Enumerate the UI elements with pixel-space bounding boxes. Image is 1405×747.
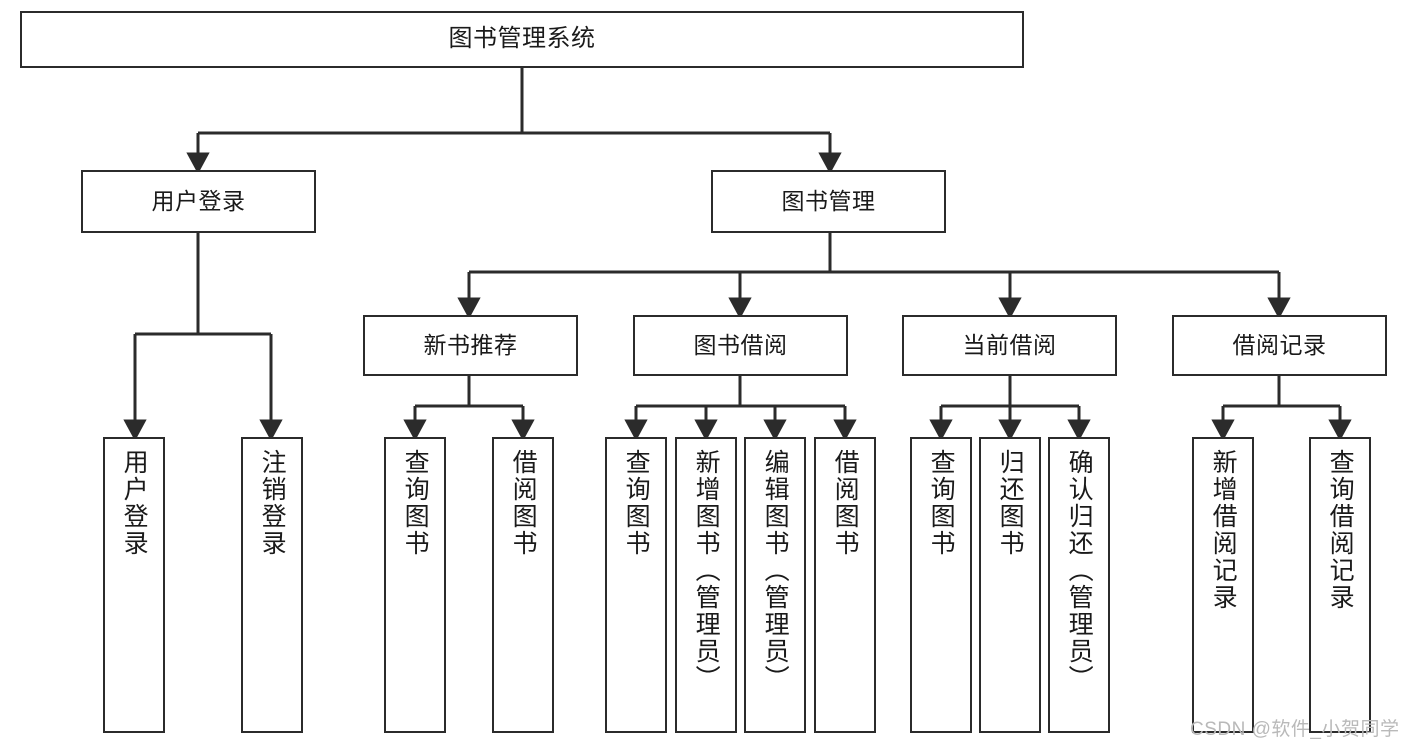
node-current-borrow-label: 当前借阅 — [962, 331, 1057, 358]
node-user-login-label: 用户登录 — [151, 187, 246, 214]
node-leaf-edit-book[interactable]: 编辑图书（管理员） — [744, 437, 806, 733]
node-leaf-add-book-label: 新增图书（管理员） — [692, 449, 721, 692]
node-leaf-query-book-2[interactable]: 查询图书 — [605, 437, 667, 733]
edge-group-book-borrow — [624, 376, 857, 441]
node-leaf-borrow-book-2[interactable]: 借阅图书 — [814, 437, 876, 733]
node-leaf-add-book[interactable]: 新增图书（管理员） — [675, 437, 737, 733]
node-leaf-user-login-label: 用户登录 — [120, 449, 149, 557]
edge-group-book-manage — [457, 233, 1291, 319]
node-leaf-add-record[interactable]: 新增借阅记录 — [1192, 437, 1254, 733]
node-leaf-query-book-1-label: 查询图书 — [401, 449, 430, 557]
node-leaf-confirm-return-label: 确认归还（管理员） — [1065, 449, 1094, 692]
node-leaf-borrow-book-1-label: 借阅图书 — [509, 449, 538, 557]
node-leaf-logout-login[interactable]: 注销登录 — [241, 437, 303, 733]
edge-group-user-login — [123, 233, 283, 441]
node-leaf-user-login[interactable]: 用户登录 — [103, 437, 165, 733]
node-leaf-confirm-return[interactable]: 确认归还（管理员） — [1048, 437, 1110, 733]
node-leaf-borrow-book-1[interactable]: 借阅图书 — [492, 437, 554, 733]
node-leaf-logout-login-label: 注销登录 — [258, 449, 287, 557]
node-root[interactable]: 图书管理系统 — [20, 11, 1024, 68]
node-leaf-borrow-book-2-label: 借阅图书 — [831, 449, 860, 557]
edge-group-borrow-record — [1211, 376, 1352, 441]
node-book-borrow-label: 图书借阅 — [693, 331, 788, 358]
node-new-book-recommend[interactable]: 新书推荐 — [363, 315, 578, 376]
node-leaf-return-book[interactable]: 归还图书 — [979, 437, 1041, 733]
node-book-manage-label: 图书管理 — [781, 187, 876, 214]
node-leaf-query-book-3-label: 查询图书 — [927, 449, 956, 557]
node-leaf-return-book-label: 归还图书 — [996, 449, 1025, 557]
node-leaf-query-record-label: 查询借阅记录 — [1326, 449, 1355, 611]
node-leaf-query-book-1[interactable]: 查询图书 — [384, 437, 446, 733]
csdn-watermark: CSDN @软件_小贺同学 — [1190, 719, 1400, 740]
node-book-manage[interactable]: 图书管理 — [711, 170, 946, 233]
edge-group-root — [186, 68, 842, 174]
node-borrow-record-label: 借阅记录 — [1232, 331, 1327, 358]
node-leaf-edit-book-label: 编辑图书（管理员） — [761, 449, 790, 692]
node-leaf-add-record-label: 新增借阅记录 — [1209, 449, 1238, 611]
node-borrow-record[interactable]: 借阅记录 — [1172, 315, 1387, 376]
node-user-login[interactable]: 用户登录 — [81, 170, 316, 233]
node-root-label: 图书管理系统 — [448, 25, 596, 53]
edge-group-new-book-recommend — [403, 376, 535, 441]
edge-group-current-borrow — [929, 376, 1091, 441]
node-current-borrow[interactable]: 当前借阅 — [902, 315, 1117, 376]
node-leaf-query-book-2-label: 查询图书 — [622, 449, 651, 557]
node-new-book-recommend-label: 新书推荐 — [423, 331, 518, 358]
node-leaf-query-book-3[interactable]: 查询图书 — [910, 437, 972, 733]
node-book-borrow[interactable]: 图书借阅 — [633, 315, 848, 376]
node-leaf-query-record[interactable]: 查询借阅记录 — [1309, 437, 1371, 733]
